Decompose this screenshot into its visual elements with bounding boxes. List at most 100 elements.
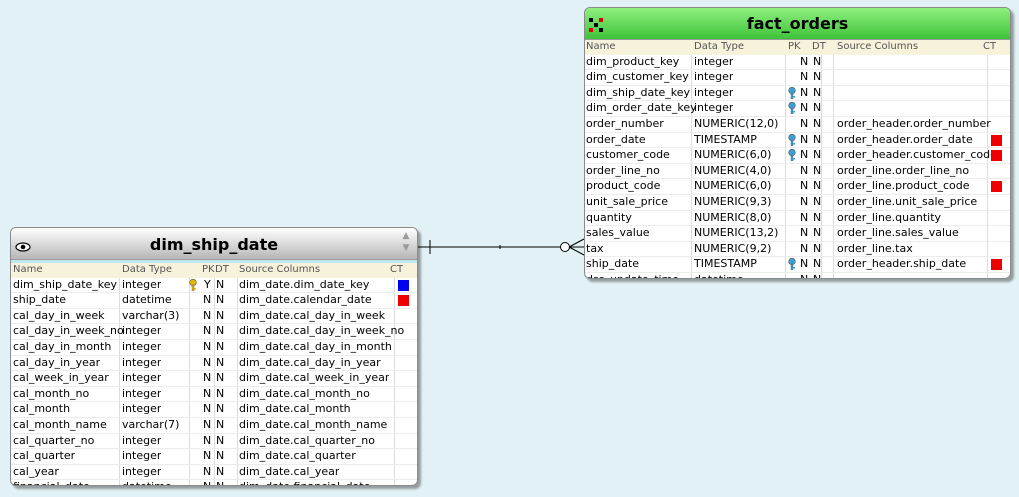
column-divider (189, 324, 190, 339)
column-divider (214, 293, 215, 308)
null-flag: N (203, 480, 211, 485)
dt-flag: N (813, 210, 822, 224)
table-row[interactable]: financial_datedatetimeNNdim_date.financi… (11, 480, 417, 485)
column-divider (189, 402, 190, 417)
dt-flag: N (813, 148, 822, 162)
column-divider (119, 464, 120, 480)
column-divider (237, 402, 238, 417)
table-row[interactable]: dss_update_timedatetimeNN (585, 272, 1010, 278)
dt-flag: N (216, 293, 225, 307)
data-type: NUMERIC(13,2) (694, 226, 779, 240)
column-name: order_line_no (586, 163, 660, 177)
null-flag: N (800, 148, 809, 162)
column-name: ship_date (13, 293, 67, 307)
column-divider (214, 277, 215, 293)
dt-flag: N (216, 355, 225, 369)
scroll-arrows[interactable]: ▲ ▼ (401, 230, 411, 254)
key-icon (188, 278, 198, 291)
column-divider (119, 308, 120, 324)
column-header-data-type: Data Type (122, 264, 173, 275)
column-name: quantity (586, 210, 632, 224)
column-divider (394, 402, 395, 417)
column-name: sales_value (586, 226, 650, 240)
scroll-down-icon[interactable]: ▼ (402, 243, 410, 253)
column-divider (987, 54, 988, 70)
column-divider (987, 194, 988, 210)
dt-flag: N (813, 226, 822, 240)
column-divider (214, 324, 215, 339)
entity-title: fact_orders (746, 14, 849, 33)
column-divider (833, 226, 834, 241)
column-name: cal_month_no (13, 386, 90, 400)
star-schema-icon (589, 11, 603, 42)
column-name: order_number (586, 116, 664, 130)
column-divider (119, 386, 120, 402)
column-divider (189, 293, 190, 308)
source-column: dim_date.cal_month_no (239, 386, 370, 400)
column-divider (189, 386, 190, 402)
column-divider (119, 417, 120, 433)
source-column: dim_date.cal_month_name (239, 417, 388, 431)
source-column: order_line.tax (837, 241, 913, 255)
column-divider (821, 272, 822, 278)
data-type: integer (122, 355, 162, 369)
source-column: dim_date.cal_year (239, 464, 340, 478)
null-flag: N (800, 179, 809, 193)
dim-ship-date-title-bar[interactable]: dim_ship_date ▲ ▼ (11, 228, 417, 260)
column-divider (119, 449, 120, 464)
ct-color-box (991, 134, 1002, 146)
column-divider (987, 70, 988, 85)
null-flag: N (203, 386, 212, 400)
data-type: integer (122, 449, 162, 463)
column-divider (214, 386, 215, 402)
fact-orders-title-bar[interactable]: fact_orders (585, 8, 1010, 40)
source-column: order_line.quantity (837, 210, 942, 224)
column-divider (189, 464, 190, 480)
null-flag: N (203, 371, 212, 385)
ct-color-box (991, 259, 1002, 271)
entity-title: dim_ship_date (149, 235, 279, 254)
column-divider (821, 257, 822, 272)
column-divider (785, 70, 786, 85)
dt-flag: N (216, 464, 225, 478)
scroll-up-icon[interactable]: ▲ (402, 231, 410, 241)
column-divider (833, 272, 834, 278)
null-flag: N (800, 101, 809, 115)
source-column: dim_date.financial_date (239, 480, 370, 485)
data-type: integer (694, 101, 734, 115)
dt-flag: N (813, 54, 822, 68)
dt-flag: N (813, 163, 822, 177)
column-header-name: Name (13, 264, 43, 275)
column-name: financial_date (13, 480, 90, 485)
